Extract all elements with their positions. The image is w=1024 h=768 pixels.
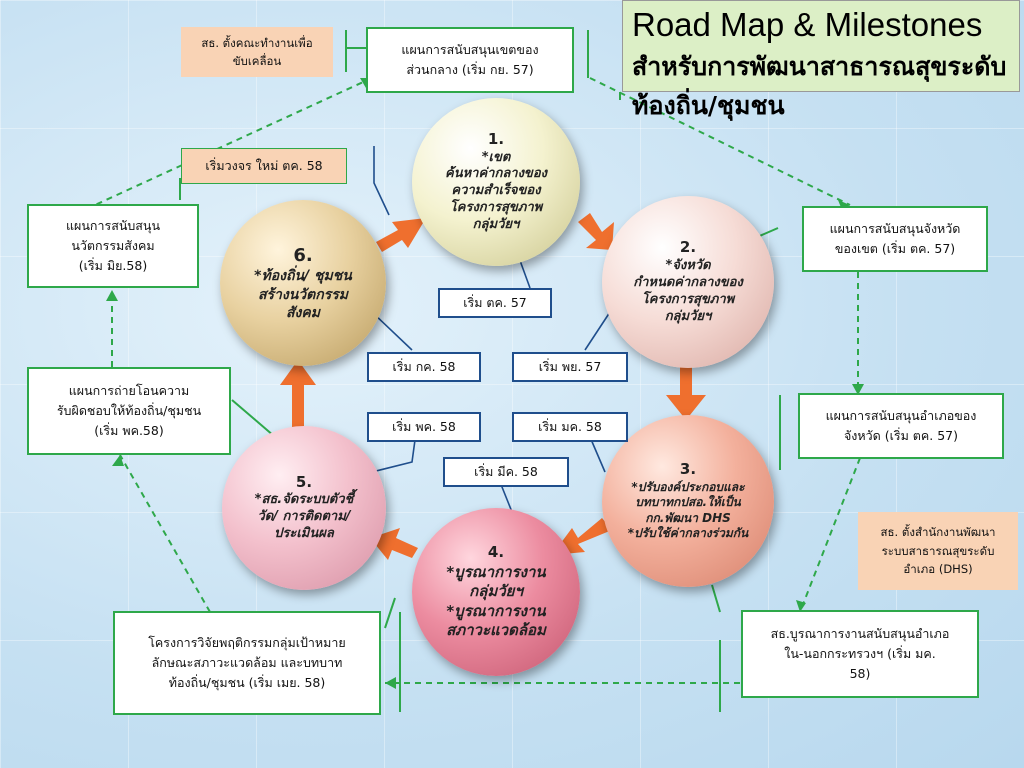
plan-province-support: แผนการสนับสนุนจังหวัด ของเขต (เริ่ม ตค. … bbox=[802, 206, 988, 272]
arrow-6-to-1 bbox=[376, 218, 426, 252]
ball-text: *เขต ค้นหาค่ากลางของ ความสำเร็จของ โครงก… bbox=[445, 149, 547, 233]
page-title: Road Map & Milestones bbox=[632, 6, 983, 43]
plan-transfer: แผนการถ่ายโอนความ รับผิดชอบให้ท้องถิ่น/ช… bbox=[27, 367, 231, 455]
note-new-cycle: เริ่มวงจร ใหม่ ตค. 58 bbox=[181, 148, 347, 184]
arrow-2-to-3 bbox=[666, 365, 706, 420]
milestone-ball-5: 5. *สธ.จัดระบบตัวชี้ วัด/ การติดตาม/ ประ… bbox=[222, 426, 386, 590]
arrow-4-to-5 bbox=[370, 528, 418, 560]
ball-text: *บูรณาการงาน กลุ่มวัยฯ *บูรณาการงาน สภาว… bbox=[446, 562, 546, 640]
blue-connectors bbox=[371, 146, 611, 513]
ball-text: *ท้องถิ่น/ ชุมชน สร้างนวัตกรรม สังคม bbox=[254, 268, 352, 321]
arrow-1-to-2 bbox=[578, 213, 614, 250]
ball-number: 1. bbox=[487, 130, 505, 149]
milestone-ball-1: 1. *เขต ค้นหาค่ากลางของ ความสำเร็จของ โค… bbox=[412, 98, 580, 266]
dashed-district-to-integration bbox=[799, 457, 861, 613]
milestone-ball-2: 2. *จังหวัด กำหนดค่ากลางของ โครงการสุขภา… bbox=[602, 196, 774, 368]
date-label-jan-58: เริ่ม มค. 58 bbox=[512, 412, 628, 442]
dashed-central-to-province bbox=[589, 77, 851, 206]
flow-arrows bbox=[280, 213, 706, 560]
date-label-mar-58: เริ่ม มีค. 58 bbox=[443, 457, 569, 487]
plan-research: โครงการวิจัยพฤติกรรมกลุ่มเป้าหมาย ลักษณะ… bbox=[113, 611, 381, 715]
milestone-ball-3: 3. *ปรับองค์ประกอบและ บทบาทกปสอ.ให้เป็น … bbox=[602, 415, 774, 587]
ball-number: 5. bbox=[295, 472, 313, 491]
plan-integration: สธ.บูรณาการงานสนับสนุนอำเภอ ใน-นอกกระทรว… bbox=[741, 610, 979, 698]
ball-text: *ปรับองค์ประกอบและ บทบาทกปสอ.ให้เป็น กก.… bbox=[627, 479, 749, 541]
ball-number: 4. bbox=[487, 543, 505, 562]
date-label-may-58: เริ่ม พค. 58 bbox=[367, 412, 481, 442]
plan-innovation: แผนการสนับสนุน นวัตกรรมสังคม (เริ่ม มิย.… bbox=[27, 204, 199, 288]
dashed-central-to-innovation bbox=[94, 77, 373, 206]
title-box bbox=[622, 0, 1020, 92]
page-subtitle: สำหรับการพัฒนาสาธารณสุขระดับท้องถิ่น/ชุม… bbox=[632, 52, 1007, 120]
note-committee: สธ. ตั้งคณะทำงานเพื่อ ขับเคลื่อน bbox=[181, 27, 333, 77]
arrow-5-to-6 bbox=[280, 360, 316, 430]
date-label-nov-57: เริ่ม พย. 57 bbox=[512, 352, 628, 382]
plan-central-support: แผนการสนับสนุนเขตของ ส่วนกลาง (เริ่ม กย.… bbox=[366, 27, 574, 93]
dashed-connectors bbox=[94, 77, 861, 684]
arrow-3-to-4 bbox=[552, 518, 612, 555]
ball-number: 3. bbox=[679, 460, 697, 479]
date-label-oct-57: เริ่ม ตค. 57 bbox=[438, 288, 552, 318]
ball-text: *สธ.จัดระบบตัวชี้ วัด/ การติดตาม/ ประเมิ… bbox=[254, 492, 354, 542]
milestone-ball-6: 6. *ท้องถิ่น/ ชุมชน สร้างนวัตกรรม สังคม bbox=[220, 200, 386, 366]
ball-number: 2. bbox=[679, 238, 697, 257]
dashed-arrowheads bbox=[106, 78, 864, 689]
note-dhs-office: สธ. ตั้งสำนักงานพัฒนา ระบบสาธารณสุขระดับ… bbox=[858, 512, 1018, 590]
dashed-research-to-transfer bbox=[119, 454, 211, 613]
green-brackets bbox=[179, 30, 781, 712]
ball-number: 6. bbox=[293, 245, 313, 267]
date-label-jul-58: เริ่ม กค. 58 bbox=[367, 352, 481, 382]
milestone-ball-4: 4. *บูรณาการงาน กลุ่มวัยฯ *บูรณาการงาน ส… bbox=[412, 508, 580, 676]
plan-district-support: แผนการสนับสนุนอำเภอของ จังหวัด (เริ่ม ตค… bbox=[798, 393, 1004, 459]
ball-text: *จังหวัด กำหนดค่ากลางของ โครงการสุขภาพ ก… bbox=[633, 257, 743, 324]
